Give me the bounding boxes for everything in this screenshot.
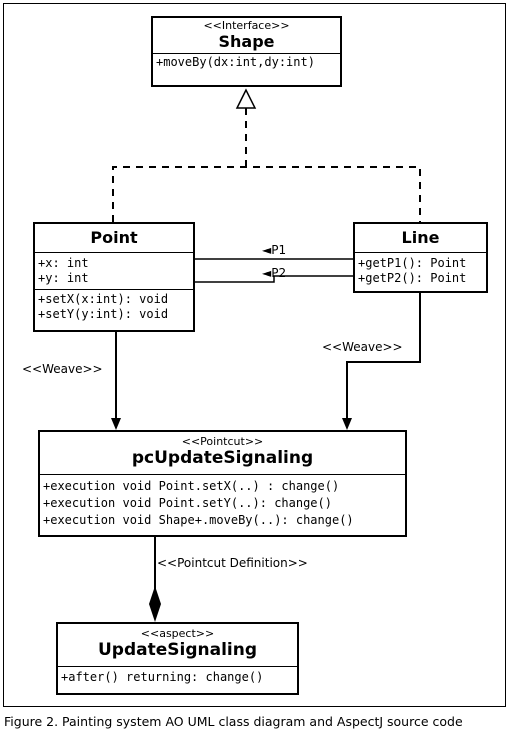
operation: +setY(y:int): void	[38, 307, 169, 321]
class-pointcut-operations: +execution void Point.setX(..) : change(…	[40, 475, 405, 532]
operation: +execution void Shape+.moveBy(..): chang…	[43, 513, 354, 527]
association-p1-label: ◄P1	[262, 243, 287, 257]
operation: +execution void Point.setY(..): change()	[43, 496, 332, 510]
realization-arrowhead	[235, 88, 257, 109]
operation: +getP2(): Point	[358, 271, 467, 285]
composition-diamond	[149, 586, 161, 622]
class-shape[interactable]: <<Interface>> Shape +moveBy(dx:int,dy:in…	[151, 16, 342, 87]
weave-right-label: <<Weave>>	[322, 340, 403, 354]
class-aspect[interactable]: <<aspect>> UpdateSignaling +after() retu…	[56, 622, 299, 695]
weave-left-label: <<Weave>>	[22, 362, 103, 376]
association-p2-label: ◄P2	[262, 266, 287, 280]
operation: +setX(x:int): void	[38, 292, 169, 306]
weave-right-line	[346, 292, 421, 420]
class-line[interactable]: Line +getP1(): Point +getP2(): Point	[353, 222, 488, 293]
class-aspect-name: UpdateSignaling	[97, 640, 257, 660]
pointcut-definition-label: <<Pointcut Definition>>	[157, 556, 308, 570]
class-shape-stereotype: <<Interface>>	[203, 19, 290, 32]
class-shape-name: Shape	[218, 32, 275, 51]
class-shape-operations: +moveBy(dx:int,dy:int)	[153, 54, 340, 71]
operation: +getP1(): Point	[358, 256, 467, 270]
class-point-name: Point	[90, 228, 138, 247]
class-shape-header: <<Interface>> Shape	[153, 18, 340, 54]
class-aspect-header: <<aspect>> UpdateSignaling	[58, 624, 297, 667]
class-pointcut-stereotype: <<Pointcut>>	[181, 435, 264, 448]
class-aspect-operations: +after() returning: change()	[58, 667, 297, 688]
association-p2	[194, 275, 353, 283]
figure-caption: Figure 2. Painting system AO UML class d…	[4, 714, 463, 729]
weave-left-arrowhead	[111, 418, 121, 430]
class-pointcut-header: <<Pointcut>> pcUpdateSignaling	[40, 432, 405, 475]
class-point-operations: +setX(x:int): void +setY(y:int): void	[35, 290, 193, 324]
weave-right-arrowhead	[342, 418, 352, 430]
operation: +after() returning: change()	[61, 670, 264, 684]
class-line-header: Line	[355, 224, 486, 253]
diagram-frame	[3, 3, 506, 707]
attribute: +x: int	[38, 256, 89, 270]
operation: +execution void Point.setX(..) : change(…	[43, 479, 340, 493]
class-pointcut-name: pcUpdateSignaling	[131, 448, 314, 468]
class-line-operations: +getP1(): Point +getP2(): Point	[355, 253, 486, 289]
class-point-header: Point	[35, 224, 193, 253]
attribute: +y: int	[38, 271, 89, 285]
realization-point-to-shape	[112, 166, 421, 222]
class-aspect-stereotype: <<aspect>>	[140, 627, 215, 640]
class-point[interactable]: Point +x: int +y: int +setX(x:int): void…	[33, 222, 195, 332]
class-point-attributes: +x: int +y: int	[35, 253, 193, 290]
class-line-name: Line	[401, 228, 440, 247]
operation: +moveBy(dx:int,dy:int)	[156, 55, 315, 69]
class-pointcut[interactable]: <<Pointcut>> pcUpdateSignaling +executio…	[38, 430, 407, 537]
